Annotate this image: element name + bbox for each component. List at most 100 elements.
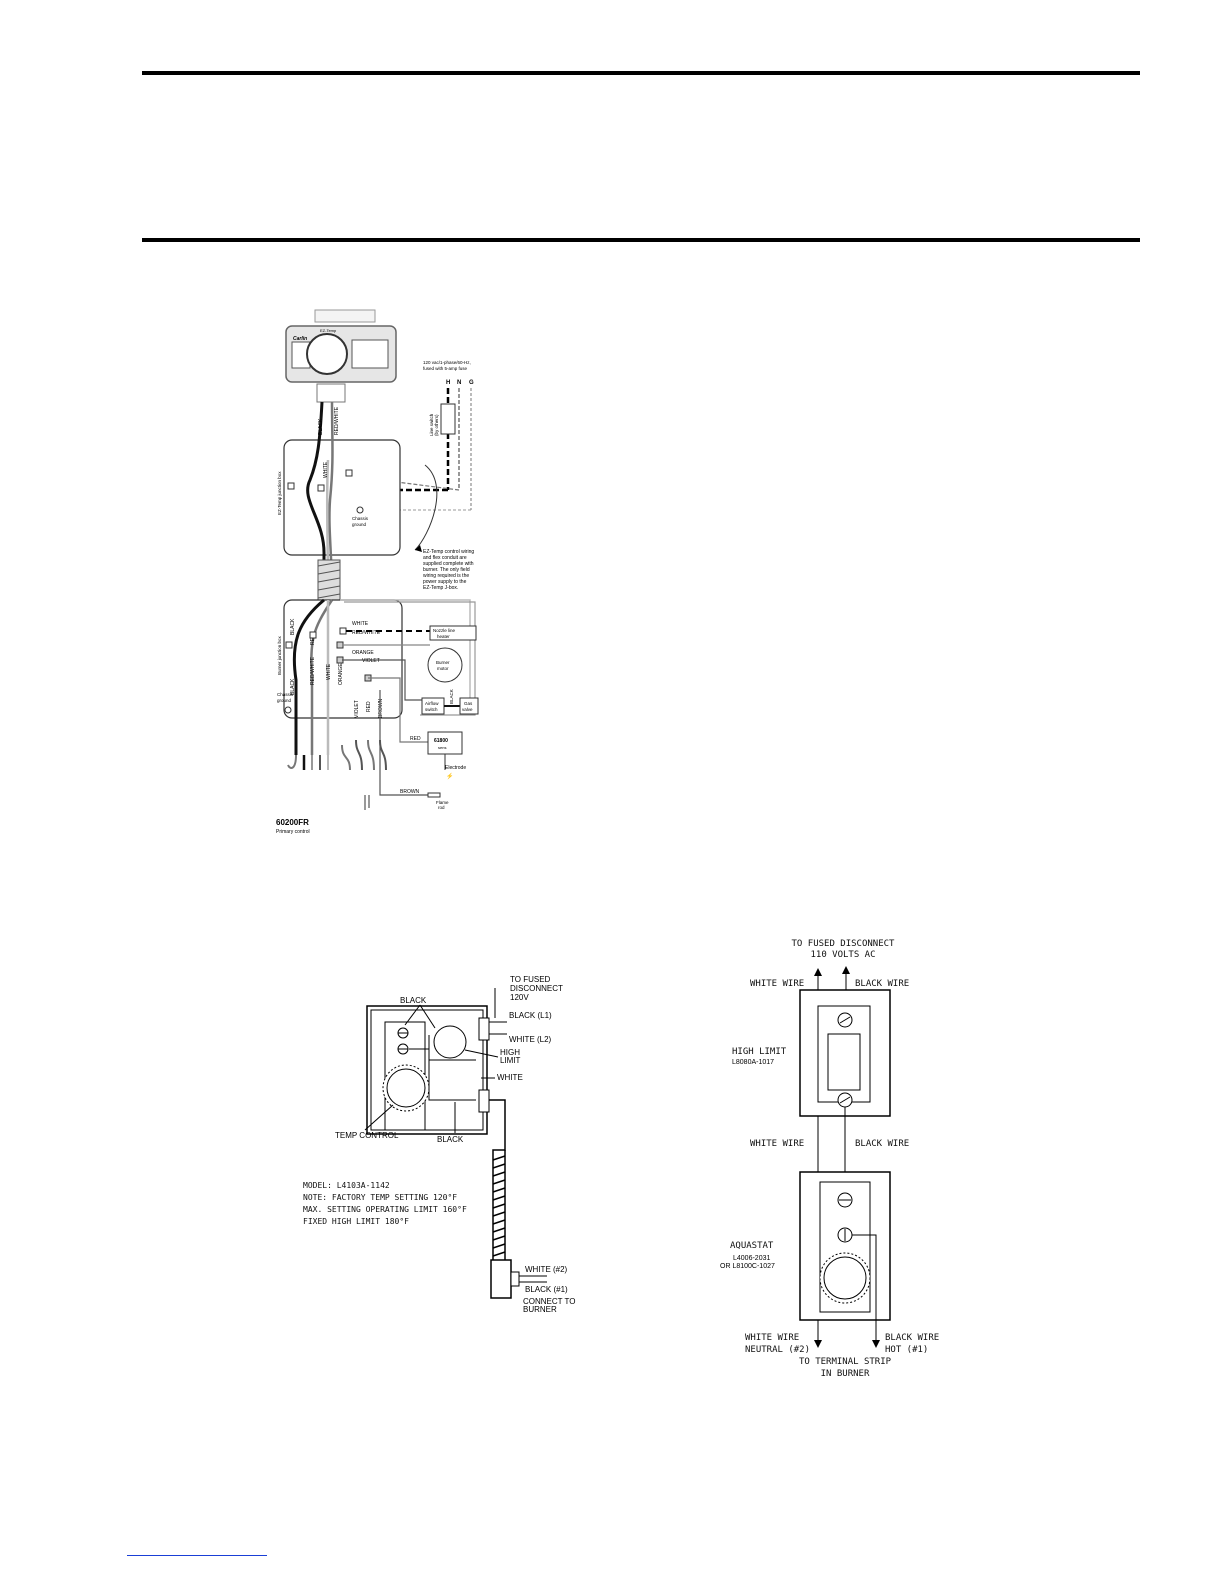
red-white-wire-burner: [310, 599, 334, 755]
brand-text: Carlin: [293, 336, 307, 342]
flex-conduit: [317, 559, 341, 601]
bottom-label-1: TO TERMINAL STRIP: [799, 1357, 892, 1367]
burner-white-label: WHITE: [326, 663, 332, 680]
leader-line: [364, 1104, 394, 1131]
white-wire-top-label: WHITE WIRE: [750, 979, 804, 989]
burner-brown-label: BROWN: [378, 698, 384, 718]
control-connector: [316, 383, 346, 403]
neutral-label: NEUTRAL (#2): [745, 1345, 810, 1355]
burner-motor: [427, 647, 463, 683]
conduit-fitting-side: [478, 1089, 490, 1113]
pointer-line: [414, 464, 438, 551]
wire-nut: [285, 641, 293, 649]
electrode-label: Electrode: [445, 765, 466, 771]
heater-red-white-label: RED/WHITE: [352, 630, 381, 636]
high-limit-note: FIXED HIGH LIMIT 180°F: [303, 1217, 409, 1226]
airflow-gas-label: BLACK: [449, 689, 454, 704]
ez-temp-wiring-diagram: Carlin EZ-Temp 120 vac/1-phase/60-Hz, fu…: [270, 300, 510, 845]
ez-junction-label: EZ-Temp junction box: [277, 471, 282, 515]
chassis-ground-label-2a: Chassis: [277, 692, 294, 697]
power-note-line1: 120 vac/1-phase/60-Hz,: [423, 360, 471, 365]
top-label-1: TO FUSED DISCONNECT: [792, 939, 896, 949]
burner-leads: [519, 1275, 547, 1283]
nozzle-heater-label-1: Nozzle line: [433, 628, 456, 633]
control-dial: [306, 333, 348, 375]
line-switch-label-2: (by others): [434, 414, 439, 436]
hot-label: HOT (#1): [885, 1345, 928, 1355]
max-setting-note: MAX. SETTING OPERATING LIMIT 160°F: [303, 1205, 467, 1214]
to-fused-3: 120V: [510, 993, 529, 1002]
aquastat-dial-inner: [823, 1256, 867, 1300]
burner-black-label: BLACK: [290, 618, 296, 635]
high-limit-disc: [433, 1025, 467, 1059]
bottom-label-2: IN BURNER: [821, 1369, 870, 1379]
white-wire-arrow-down: [814, 1340, 822, 1348]
aquastat-wiring-diagram: TO FUSED DISCONNECT 110 VOLTS AC WHITE W…: [700, 930, 980, 1390]
white-wire-arrow-up: [814, 968, 822, 976]
burner-junction-label: Burner junction box: [277, 635, 282, 675]
flame-rod: [427, 792, 441, 798]
black-wire-top-label: BLACK WIRE: [855, 979, 909, 989]
terminal-g: G: [469, 380, 474, 386]
factory-setting-note: NOTE: FACTORY TEMP SETTING 120°F: [303, 1193, 457, 1202]
burner-red-white-label: RED/WHITE: [310, 656, 316, 685]
high-limit-label: HIGH LIMIT: [732, 1047, 787, 1057]
violet-wire: [342, 659, 425, 701]
internal-wire-2: [428, 1035, 476, 1101]
control-label-panel: [351, 339, 389, 369]
burner-label: BURNER: [523, 1305, 557, 1314]
screw-slot: [839, 1096, 851, 1104]
black-wire-top: [306, 401, 326, 600]
burner-orange-label: ORANGE: [338, 663, 344, 685]
note-line-4: burner. The only field: [423, 567, 470, 573]
ez-temp-junction-box: [283, 439, 401, 556]
chassis-ground-label-1b: ground: [352, 522, 367, 527]
black-l1-label: BLACK (L1): [509, 1011, 552, 1020]
footer-link-underline[interactable]: [127, 1555, 267, 1556]
flame-rod-label-2: rod: [438, 805, 445, 810]
temp-control-label: TEMP CONTROL: [335, 1131, 399, 1140]
control-red-label: RED: [410, 736, 421, 742]
white-wire-bottom-label: WHITE WIRE: [745, 1333, 799, 1343]
primary-model: 60200FR: [276, 818, 309, 827]
red-control-wire: [368, 677, 430, 743]
burner-connector: [490, 1259, 512, 1299]
gas-valve-label-2: valve: [462, 707, 473, 712]
black-wire-burner: [292, 598, 325, 755]
aquastat-label: AQUASTAT: [730, 1241, 774, 1251]
white-2-label: WHITE (#2): [525, 1265, 568, 1274]
airflow-switch-label-1: Airflow: [425, 701, 439, 706]
power-note-line2: fused with 5-amp fuse: [423, 366, 468, 371]
model-small-text: EZ-Temp: [320, 328, 337, 333]
burner-motor-label-1: Burner: [436, 660, 450, 665]
hot-wire: [852, 1234, 877, 1340]
note-line-2: and flex conduit are: [423, 555, 467, 561]
heater-white-label: WHITE: [352, 621, 369, 627]
high-limit-label-2: LIMIT: [500, 1056, 521, 1065]
note-line-1: EZ-Temp control wiring: [423, 549, 474, 555]
black-bottom-label: BLACK: [437, 1135, 464, 1144]
leader-line: [464, 1049, 499, 1058]
burner-motor-label-2: motor: [437, 666, 449, 671]
burner-violet-label: VIOLET: [354, 700, 360, 718]
nozzle-line-heater: [429, 625, 477, 641]
clip-icon: [364, 795, 370, 810]
l4103-inner-border: [370, 1009, 484, 1131]
white-mid-label: WHITE: [497, 1073, 523, 1082]
black-wire-bottom-label: BLACK WIRE: [885, 1333, 939, 1343]
black-1-label: BLACK (#1): [525, 1285, 568, 1294]
high-limit-model: L8080A-1017: [732, 1059, 774, 1066]
flame-rod-label-1: Flame: [436, 800, 449, 805]
high-limit-window: [827, 1033, 861, 1091]
burner-connector-fitting: [510, 1271, 520, 1287]
wire-tails: [287, 739, 387, 771]
white-l2-label: WHITE (L2): [509, 1035, 552, 1044]
black-top-label: BLACK: [400, 996, 427, 1005]
wire-nut: [317, 484, 325, 492]
connect-to-label: CONNECT TO: [523, 1297, 575, 1306]
gas-valve-label-1: Gas: [464, 701, 473, 706]
black-wire-mid-label: BLACK WIRE: [855, 1139, 909, 1149]
primary-label: Primary control: [276, 829, 310, 835]
burner-red-label-2: RED: [366, 701, 372, 712]
note-line-5: wiring required is the: [423, 573, 469, 579]
